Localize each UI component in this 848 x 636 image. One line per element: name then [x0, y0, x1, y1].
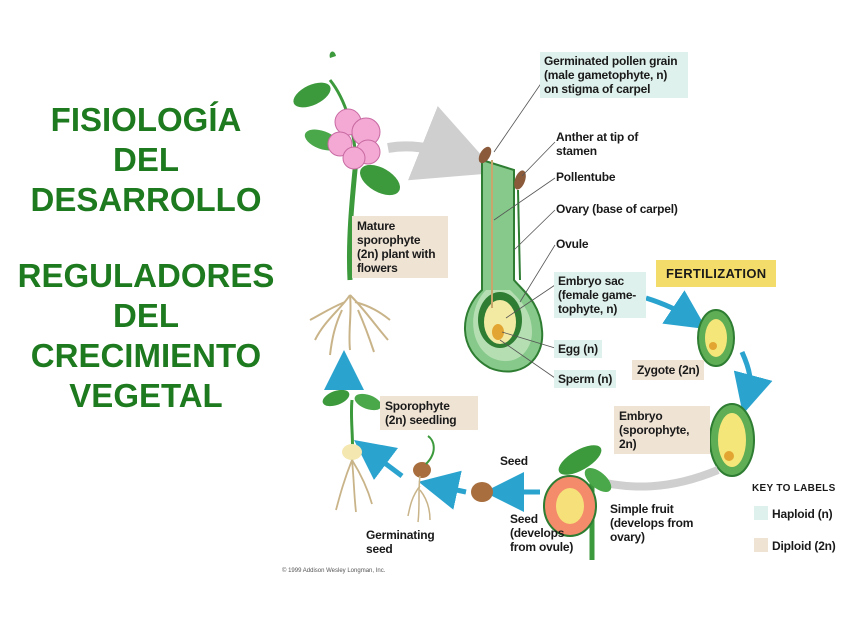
copyright-text: © 1999 Addison Wesley Longman, Inc.: [282, 568, 386, 574]
label-zygote: Zygote (2n): [632, 360, 705, 380]
label-sperm: Sperm (n): [554, 370, 617, 388]
title-line-1: FISIOLOGÍA: [50, 101, 242, 138]
label-germinating-seed: Germinating seed: [366, 528, 435, 556]
label-ovary: Ovary (base of carpel): [556, 202, 678, 216]
seed-illustration: [471, 482, 493, 502]
title-line-2: DEL: [113, 141, 179, 178]
seedling-illustration: [322, 389, 382, 513]
label-seed-develops: Seed (develops from ovule): [510, 512, 574, 554]
fruit-illustration: [543, 445, 612, 560]
germinating-seed-illustration: [407, 435, 435, 523]
title-line-5: DEL: [113, 297, 179, 334]
title-line-4: REGULADORES: [17, 257, 275, 294]
label-sporophyte-seedling: Sporophyte (2n) seedling: [380, 396, 478, 430]
label-ovule: Ovule: [556, 237, 589, 251]
label-anther: Anther at tip of stamen: [556, 130, 639, 158]
label-simple-fruit: Simple fruit (develops from ovary): [610, 502, 694, 544]
key-haploid: Haploid (n): [772, 507, 833, 521]
key-title: KEY TO LABELS: [752, 483, 836, 494]
key-diploid: Diploid (2n): [772, 539, 836, 553]
label-embryo-sac: Embryo sac (female game- tophyte, n): [554, 272, 646, 318]
haploid-swatch: [754, 506, 768, 520]
title-line-6: CRECIMIENTO: [30, 337, 262, 374]
label-mature-sporophyte: Mature sporophyte (2n) plant with flower…: [352, 216, 448, 278]
label-egg: Egg (n): [554, 340, 602, 358]
label-seed: Seed: [500, 454, 528, 468]
fertilization-label: FERTILIZATION: [656, 260, 777, 287]
title-line-7: VEGETAL: [69, 377, 223, 414]
zygote-illustration: [697, 309, 735, 367]
slide-title: FISIOLOGÍA DEL DESARROLLO REGULADORES DE…: [8, 100, 284, 416]
title-line-3: DESARROLLO: [30, 181, 262, 218]
carpel-illustration: [464, 146, 544, 373]
label-embryo: Embryo (sporophyte, 2n): [614, 406, 710, 454]
plant-life-cycle-diagram: Germinated pollen grain (male gametophyt…: [270, 40, 848, 580]
mature-plant-illustration: [293, 51, 400, 356]
life-cycle-illustration: [293, 51, 773, 560]
label-germinated-pollen: Germinated pollen grain (male gametophyt…: [540, 52, 688, 98]
label-pollentube: Pollentube: [556, 170, 616, 184]
diploid-swatch: [754, 538, 768, 552]
embryo-illustration: [709, 403, 755, 477]
